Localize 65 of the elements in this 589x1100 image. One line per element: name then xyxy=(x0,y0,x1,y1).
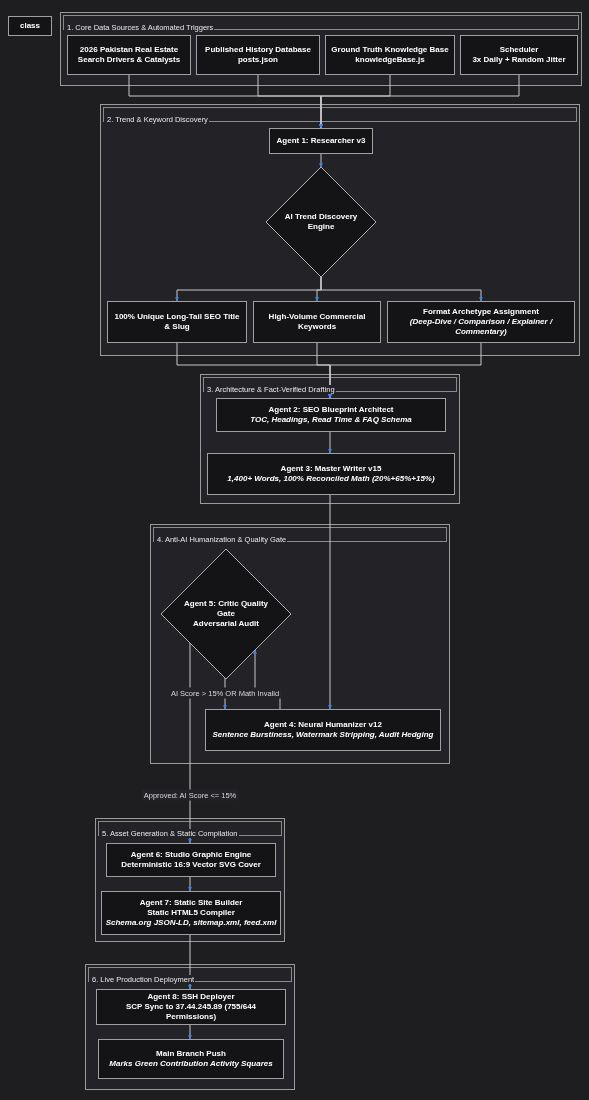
node-title: High-Volume Commercial Keywords xyxy=(267,312,367,332)
process-box xyxy=(106,843,276,877)
node-title: Agent 8: SSH Deployer xyxy=(147,992,235,1002)
diamond-label: AI Trend Discovery Engine xyxy=(283,212,359,232)
process-box xyxy=(460,35,578,75)
process-box xyxy=(107,301,247,343)
node-title: Agent 2: SEO Blueprint Architect xyxy=(268,405,394,415)
node-title: Scheduler xyxy=(499,45,539,55)
node-text: Deterministic 16:9 Vector SVG Cover xyxy=(121,860,261,870)
decision-diamond xyxy=(161,549,291,679)
node-text: Search Drivers & Catalysts xyxy=(77,55,181,65)
node-title: Ground Truth Knowledge Base xyxy=(331,45,449,55)
process-box xyxy=(207,453,455,495)
section-panel xyxy=(100,104,580,356)
arrow xyxy=(319,74,520,129)
process-box xyxy=(98,1039,284,1079)
node-title: Agent 6: Studio Graphic Engine xyxy=(130,850,252,860)
node-title: Main Branch Push xyxy=(156,1049,226,1059)
process-box xyxy=(8,16,52,36)
node-text: (Deep-Dive / Comparison / Explainer / Commentary) xyxy=(408,317,554,337)
node-title: Published History Database xyxy=(205,45,311,55)
section-panel xyxy=(95,818,285,942)
arrow xyxy=(188,934,192,990)
node-title: Format Archetype Assignment xyxy=(423,307,539,317)
process-box xyxy=(269,128,373,154)
node-title: Agent 1: Researcher v3 xyxy=(276,136,366,146)
diamond-label: Agent 5: Critic Quality Gate xyxy=(183,599,269,619)
node-text: Marks Green Contribution Activity Squares xyxy=(109,1059,273,1069)
arrow xyxy=(328,494,332,710)
process-box xyxy=(101,891,281,935)
process-box xyxy=(196,35,320,75)
node-title: Agent 3: Master Writer v15 xyxy=(280,464,382,474)
section-panel xyxy=(85,964,295,1090)
arrow xyxy=(188,1024,192,1040)
node-text: Schema.org JSON-LD, sitemap.xml, feed.xml xyxy=(105,918,277,928)
process-box xyxy=(205,709,441,751)
section-panel xyxy=(200,374,460,504)
decision-diamond xyxy=(266,167,376,277)
process-box xyxy=(387,301,575,343)
process-box xyxy=(67,35,191,75)
node-text: posts.json xyxy=(238,55,278,65)
node-title: Agent 4: Neural Humanizer v12 xyxy=(264,720,382,730)
arrow xyxy=(319,153,323,168)
process-box xyxy=(325,35,455,75)
node-title: 2026 Pakistan Real Estate xyxy=(79,45,179,55)
node-title: 100% Unique Long-Tail SEO Title & Slug xyxy=(113,312,241,332)
node-text: SCP Sync to 37.44.245.89 (755/644 Permissions) xyxy=(124,1002,258,1022)
diamond-label: Adversarial Audit xyxy=(193,619,259,629)
node-text: Static HTML5 Compiler xyxy=(147,908,235,918)
section-panel xyxy=(150,524,450,764)
node-text: 3x Daily + Random Jitter xyxy=(472,55,566,65)
arrow xyxy=(328,342,482,399)
arrow xyxy=(320,276,483,302)
node-title: class xyxy=(20,21,40,31)
node-text: TOC, Headings, Read Time & FAQ Schema xyxy=(250,415,412,425)
node-text: Sentence Burstiness, Watermark Stripping, Audit Hedging xyxy=(212,730,434,740)
process-box xyxy=(253,301,381,343)
section-panel xyxy=(60,12,582,86)
arrow xyxy=(188,876,192,892)
arrow xyxy=(328,431,332,454)
node-title: Agent 7: Static Site Builder xyxy=(139,898,243,908)
process-box xyxy=(96,989,286,1025)
node-text: 1,400+ Words, 100% Reconciled Math (20%+65%+15%) xyxy=(227,474,435,484)
process-box xyxy=(216,398,446,432)
node-text: knowledgeBase.js xyxy=(355,55,425,65)
